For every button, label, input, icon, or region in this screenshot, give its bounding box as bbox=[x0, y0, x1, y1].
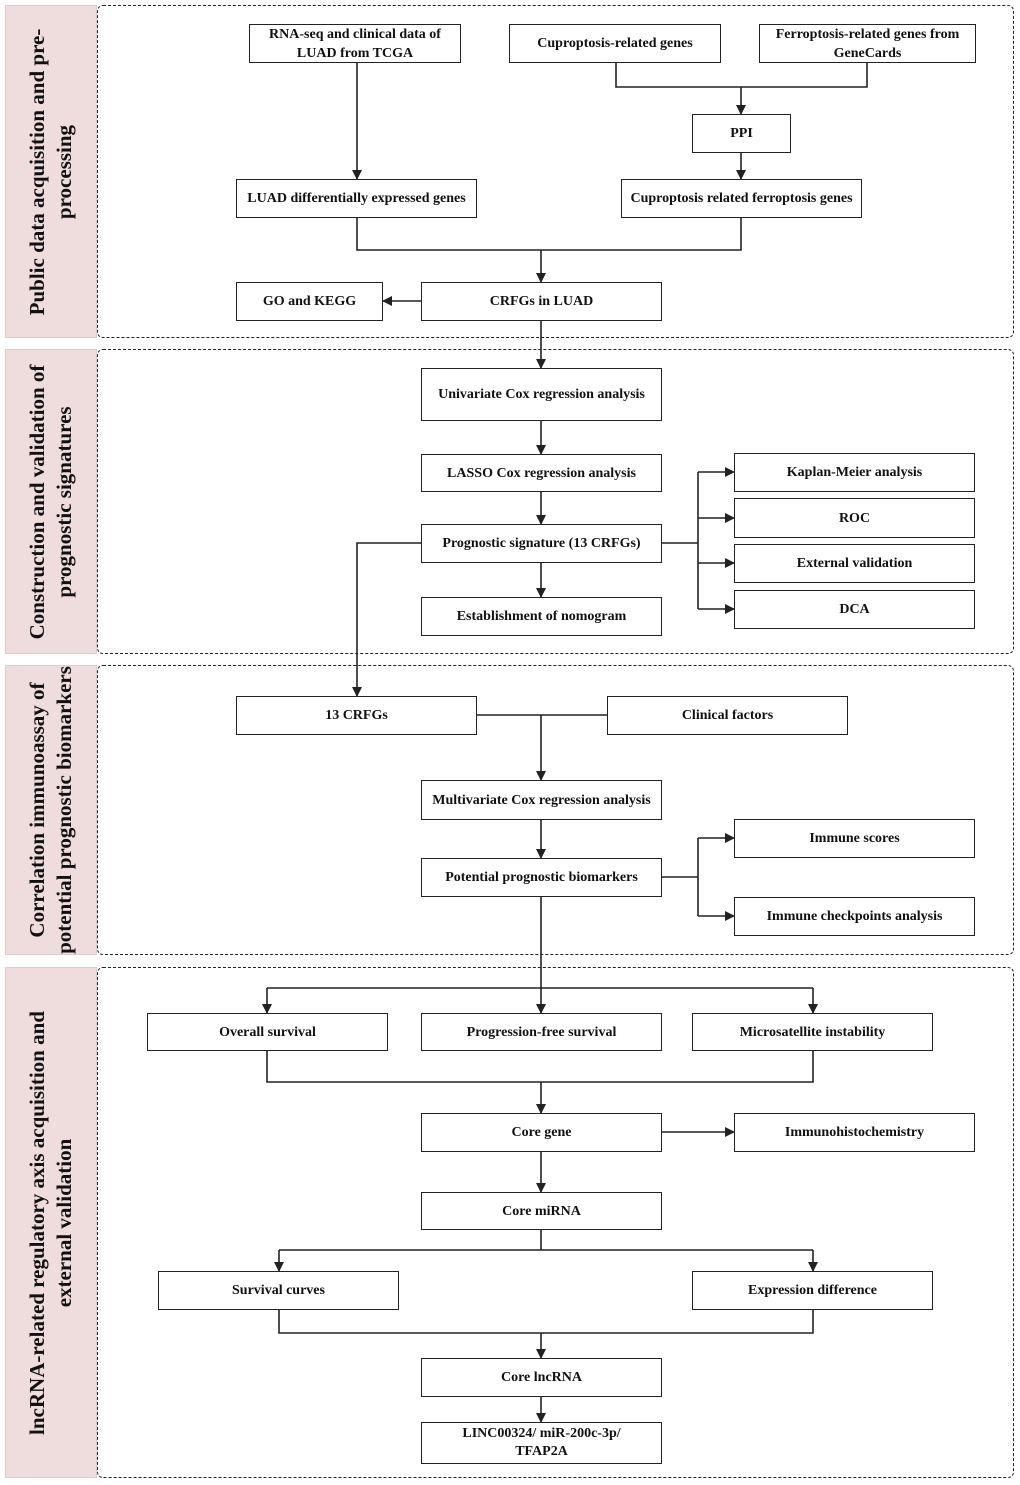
node-go-kegg: GO and KEGG bbox=[236, 282, 383, 321]
node-immunohistochemistry: Immunohistochemistry bbox=[734, 1113, 975, 1152]
node-rnaseq-tcga: RNA-seq and clinical data of LUAD from T… bbox=[249, 24, 461, 63]
section-label-lncrna-axis: lncRNA-related regulatory axis acquisiti… bbox=[5, 967, 97, 1478]
section-label-data-acquisition: Public data acquisition and pre-processi… bbox=[5, 5, 97, 338]
node-immune-checkpoints: Immune checkpoints analysis bbox=[734, 897, 975, 936]
node-survival-curves: Survival curves bbox=[158, 1271, 399, 1310]
section-label-signature: Construction and validation of prognosti… bbox=[5, 349, 97, 654]
node-immune-scores: Immune scores bbox=[734, 819, 975, 858]
node-crfgs-luad: CRFGs in LUAD bbox=[421, 282, 662, 321]
node-prognostic-signature: Prognostic signature (13 CRFGs) bbox=[421, 524, 662, 563]
node-cuproptosis-genes: Cuproptosis-related genes bbox=[509, 24, 721, 63]
node-core-lncrna: Core lncRNA bbox=[421, 1358, 662, 1397]
node-13-crfgs: 13 CRFGs bbox=[236, 696, 477, 735]
node-ppi: PPI bbox=[692, 114, 791, 153]
node-crf-genes: Cuproptosis related ferroptosis genes bbox=[621, 179, 862, 218]
node-prognostic-biomarkers: Potential prognostic biomarkers bbox=[421, 858, 662, 897]
node-kaplan-meier: Kaplan-Meier analysis bbox=[734, 453, 975, 492]
panel-signature bbox=[97, 349, 1014, 654]
node-progression-free-survival: Progression-free survival bbox=[421, 1013, 662, 1051]
panel-immunoassay bbox=[97, 665, 1014, 955]
node-core-gene: Core gene bbox=[421, 1113, 662, 1152]
node-dca: DCA bbox=[734, 590, 975, 629]
panel-data-acquisition bbox=[97, 5, 1014, 338]
node-overall-survival: Overall survival bbox=[147, 1013, 388, 1051]
node-expression-difference: Expression difference bbox=[692, 1271, 933, 1310]
panel-lncrna-axis bbox=[97, 967, 1014, 1478]
node-core-mirna: Core miRNA bbox=[421, 1192, 662, 1230]
node-external-validation: External validation bbox=[734, 544, 975, 583]
node-luad-deg: LUAD differentially expressed genes bbox=[236, 179, 477, 218]
node-clinical-factors: Clinical factors bbox=[607, 696, 848, 735]
node-multivariate-cox: Multivariate Cox regression analysis bbox=[421, 780, 662, 820]
node-lasso-cox: LASSO Cox regression analysis bbox=[421, 454, 662, 492]
node-roc: ROC bbox=[734, 498, 975, 538]
node-microsatellite-instability: Microsatellite instability bbox=[692, 1013, 933, 1051]
node-ferroptosis-genes: Ferroptosis-related genes from GeneCards bbox=[759, 24, 976, 63]
node-nomogram: Establishment of nomogram bbox=[421, 597, 662, 636]
section-label-immunoassay: Correlation immunoassay of potential pro… bbox=[5, 665, 97, 955]
node-univariate-cox: Univariate Cox regression analysis bbox=[421, 368, 662, 421]
node-regulatory-axis: LINC00324/ miR-200c-3p/ TFAP2A bbox=[421, 1422, 662, 1464]
